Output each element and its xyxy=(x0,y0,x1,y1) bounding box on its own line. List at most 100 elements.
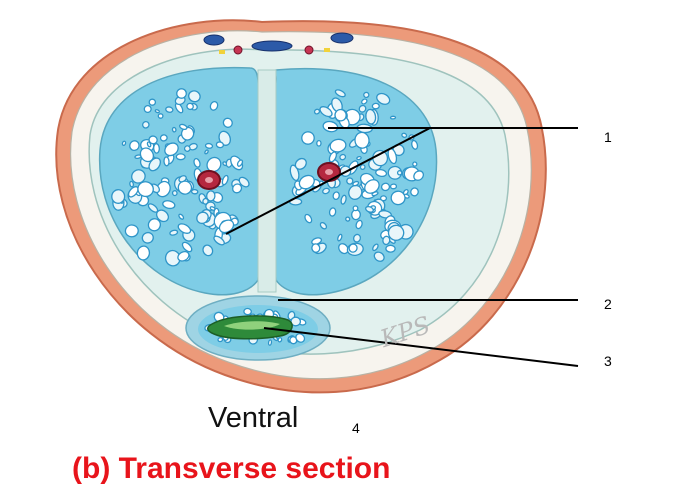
sinus xyxy=(141,231,154,244)
sinus xyxy=(267,339,273,346)
sinus xyxy=(390,190,406,206)
sinus xyxy=(148,135,158,145)
sinus xyxy=(181,241,193,253)
sinus xyxy=(352,205,359,212)
sinus xyxy=(322,187,330,195)
leader-line-3 xyxy=(263,327,579,367)
sinus xyxy=(190,188,199,195)
sinus xyxy=(165,106,174,113)
sinus xyxy=(364,179,380,194)
sinus xyxy=(359,164,366,171)
sinus xyxy=(147,218,162,232)
dorsal-vein-center xyxy=(251,40,293,52)
sinus xyxy=(178,175,187,183)
sinus xyxy=(401,132,408,138)
sinus xyxy=(311,243,321,253)
sinus xyxy=(329,138,347,153)
sinus xyxy=(345,216,351,222)
sinus xyxy=(380,182,391,192)
sinus xyxy=(215,141,225,149)
sinus xyxy=(304,213,313,224)
sinus xyxy=(218,219,235,234)
sinus xyxy=(294,157,307,170)
sinus xyxy=(376,92,391,105)
sinus xyxy=(129,180,134,188)
sinus xyxy=(209,100,219,111)
sinus xyxy=(319,221,328,230)
sinus xyxy=(164,142,179,157)
sinus xyxy=(243,307,252,316)
sinus xyxy=(295,333,306,343)
figure-caption: (b) Transverse section xyxy=(72,452,391,485)
sinus xyxy=(412,161,418,167)
sinus xyxy=(372,149,389,167)
sinus xyxy=(365,108,377,125)
sinus xyxy=(298,174,315,190)
deep-artery-left-lumen xyxy=(205,177,213,183)
label-1: 1 xyxy=(604,129,612,145)
cavernous-sinuses xyxy=(111,88,425,346)
sinus xyxy=(148,157,162,172)
sinus xyxy=(111,189,126,204)
sinus xyxy=(337,233,343,242)
leader-line-1b xyxy=(225,127,431,235)
sinus xyxy=(162,200,176,210)
sinus xyxy=(204,142,214,149)
sinus xyxy=(222,117,233,128)
sinus xyxy=(124,224,139,238)
sinus xyxy=(236,159,244,167)
sinus xyxy=(196,211,209,225)
sinus xyxy=(178,213,185,220)
sinus xyxy=(153,143,160,154)
sinus xyxy=(352,233,362,243)
sinus xyxy=(372,243,379,252)
dorsal-nerve-left xyxy=(219,50,225,54)
sinus xyxy=(175,153,186,161)
sinus xyxy=(131,169,146,184)
sinus xyxy=(363,91,370,99)
sinus xyxy=(352,180,360,187)
sinus xyxy=(332,191,340,201)
sinus xyxy=(127,186,139,198)
sinus xyxy=(177,223,192,234)
sinus xyxy=(171,126,177,133)
sinus xyxy=(217,337,224,343)
sinus xyxy=(213,235,225,246)
sinus xyxy=(157,113,164,119)
sinus xyxy=(277,337,283,343)
sinus xyxy=(355,219,363,230)
sinus xyxy=(221,174,229,186)
sinus xyxy=(163,156,170,167)
label-2: 2 xyxy=(604,296,612,312)
sinus xyxy=(365,205,374,213)
sinus xyxy=(346,177,354,185)
sinus xyxy=(136,245,151,261)
septum xyxy=(257,69,277,293)
sinus xyxy=(358,104,367,113)
sinus xyxy=(396,170,403,176)
dorsal-nerve-right xyxy=(324,48,330,52)
dorsal-vein-left xyxy=(203,34,225,46)
sinus xyxy=(356,155,362,161)
sinus xyxy=(348,243,358,253)
sinus xyxy=(159,134,168,142)
sinus xyxy=(340,194,347,205)
sinus xyxy=(319,106,333,118)
sinus xyxy=(385,244,396,253)
sinus xyxy=(389,183,398,190)
sinus xyxy=(121,140,127,146)
dorsal-artery-left xyxy=(233,45,243,55)
sinus xyxy=(339,153,347,161)
sinus xyxy=(334,108,347,122)
sinus xyxy=(171,190,178,197)
sinus xyxy=(177,180,193,195)
sinus xyxy=(328,151,338,163)
sinus xyxy=(301,131,315,145)
sinus xyxy=(154,109,160,114)
sinus xyxy=(179,123,188,131)
sinus xyxy=(334,89,346,98)
sinus xyxy=(338,243,349,255)
orientation-label: Ventral xyxy=(208,402,299,434)
sinus xyxy=(348,184,363,200)
